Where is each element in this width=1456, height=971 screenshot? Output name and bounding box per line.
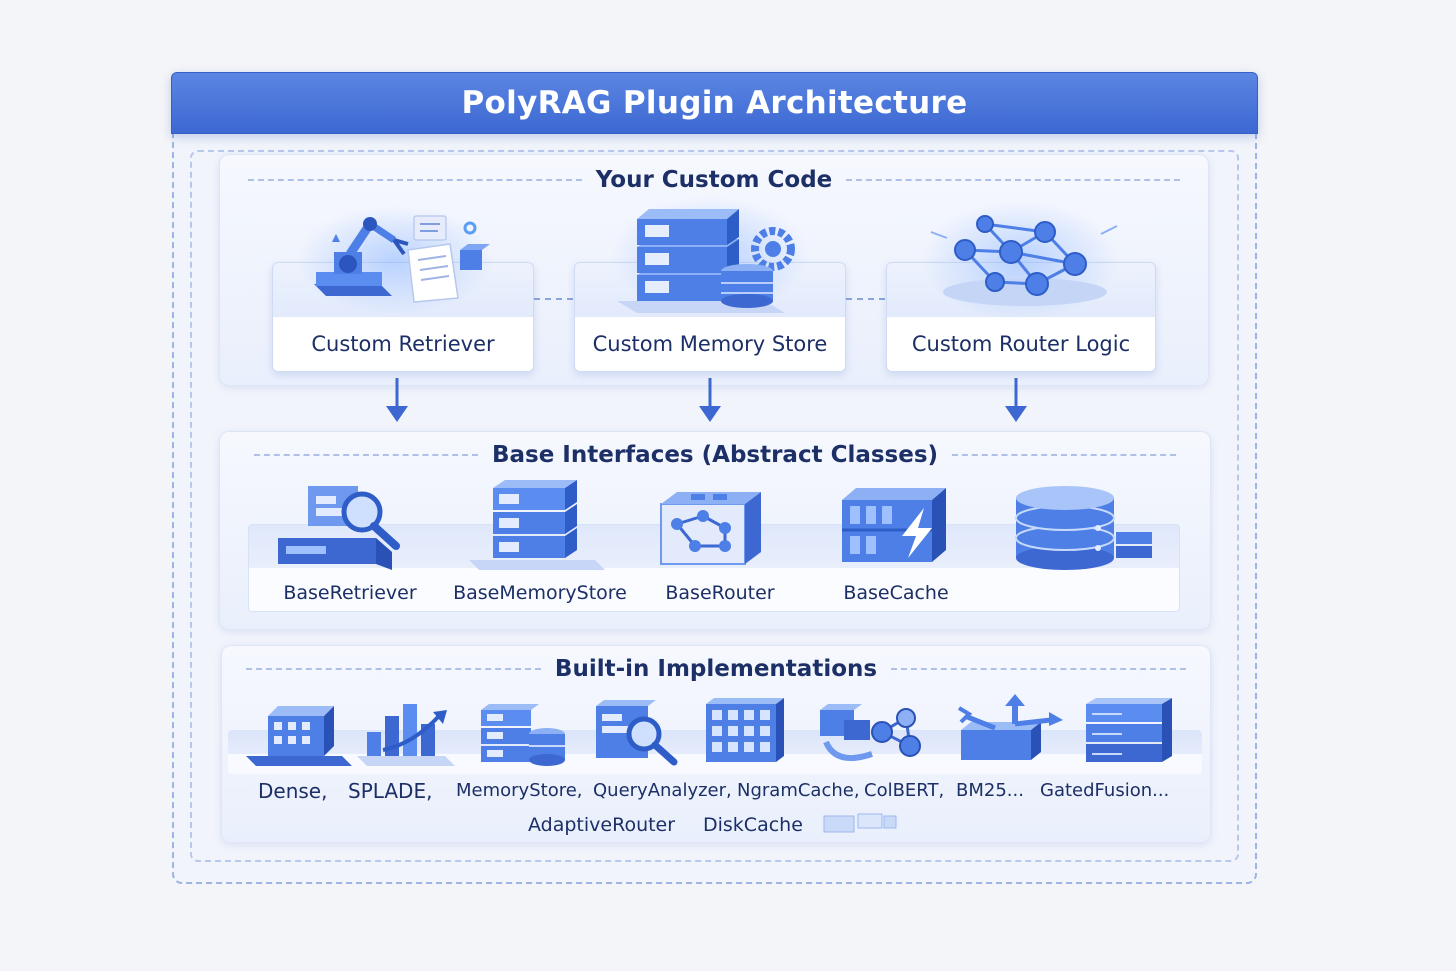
base-interfaces-heading-text: Base Interfaces (Abstract Classes) <box>491 442 939 468</box>
impl-label-queryanalyzer: QueryAnalyzer, <box>593 780 732 801</box>
base-interfaces-heading: Base Interfaces (Abstract Classes) <box>220 442 1210 468</box>
impl-label-dense: Dense, <box>258 779 328 803</box>
down-arrow-icon <box>1005 378 1027 422</box>
impl-label-diskcache: DiskCache <box>703 814 803 836</box>
card-connector <box>534 298 886 300</box>
lightning-cache-icon <box>842 488 946 562</box>
base-memory-store-label: BaseMemoryStore <box>453 582 627 604</box>
server-gear-database-icon <box>617 209 795 313</box>
search-server-icon <box>278 486 400 570</box>
magnifier-doc-icon <box>596 700 678 766</box>
bar-chart-icon <box>357 704 455 766</box>
inner-frame <box>190 150 1239 862</box>
custom-code-heading-text: Your Custom Code <box>595 167 833 193</box>
impl-label-colbert: ColBERT, <box>864 780 945 801</box>
custom-memory-store-label: Custom Memory Store <box>575 317 845 371</box>
base-router-label: BaseRouter <box>665 582 775 604</box>
impl-label-bm25: BM25... <box>956 780 1024 801</box>
impl-label-ngramcache: NgramCache, <box>737 780 860 801</box>
server-database-icon <box>481 704 565 766</box>
grid-cache-icon <box>706 698 784 762</box>
server-stack-icon <box>1086 698 1172 762</box>
custom-router-logic-label: Custom Router Logic <box>887 317 1155 371</box>
down-arrow-icon <box>699 378 721 422</box>
database-cylinder-icon <box>1015 486 1152 570</box>
custom-retriever-label: Custom Retriever <box>273 317 533 371</box>
arrows-box-icon <box>957 694 1063 760</box>
base-retriever-label: BaseRetriever <box>283 582 417 604</box>
impl-label-gatedfusion: GatedFusion... <box>1040 780 1170 801</box>
router-box-icon <box>660 492 761 565</box>
server-stack-icon <box>469 480 605 570</box>
built-in-heading: Built-in Implementations <box>222 656 1210 682</box>
custom-router-logic-card: Custom Router Logic <box>886 262 1156 372</box>
base-cache-label: BaseCache <box>843 582 949 604</box>
impl-label-memorystore: MemoryStore, <box>456 780 583 801</box>
box-network-icon <box>820 704 921 761</box>
impl-label-adaptiverouter: AdaptiveRouter <box>528 814 676 836</box>
building-grid-icon <box>246 706 352 766</box>
custom-code-heading: Your Custom Code <box>220 167 1208 193</box>
down-arrow-icon <box>386 378 408 422</box>
custom-retriever-card: Custom Retriever <box>272 262 534 372</box>
built-in-heading-text: Built-in Implementations <box>554 656 878 682</box>
diagram-title: PolyRAG Plugin Architecture <box>171 72 1258 134</box>
impl-label-splade: SPLADE, <box>348 779 433 803</box>
disk-cache-icon <box>823 813 897 833</box>
robot-arm-document-icon <box>314 215 490 303</box>
network-graph-icon <box>930 215 1118 306</box>
